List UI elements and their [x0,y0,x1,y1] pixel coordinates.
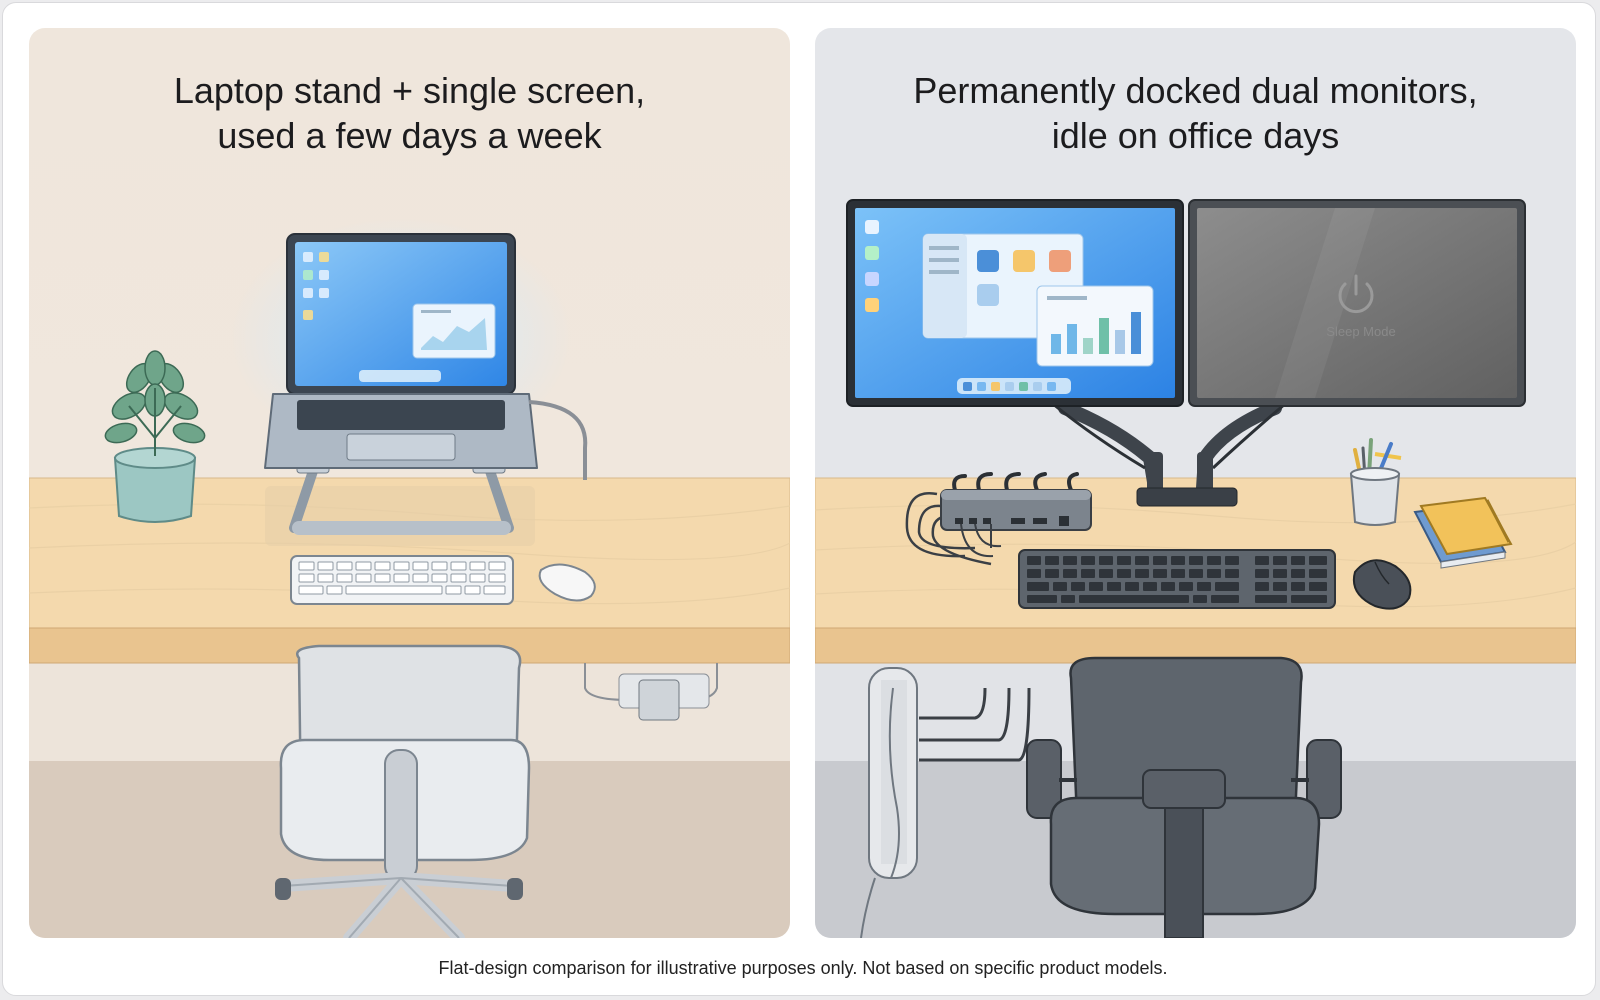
laptop-icon [264,233,538,469]
panel-title-line: used a few days a week [217,115,602,156]
panel-title-line: idle on office days [1051,115,1340,156]
notebook-icon [1413,496,1513,569]
laptop-scene-illustration [29,28,790,938]
mouse-icon [538,563,596,602]
cable-organizer-icon [860,667,1031,938]
panel-title-laptop: Laptop stand + single screen, used a few… [29,68,790,158]
monitor-arm [1052,401,1286,507]
docked-scene-illustration [815,28,1576,938]
plant-icon [104,350,206,523]
power-icon [1338,274,1374,314]
laptop-stand [265,460,535,546]
pen-cup-icon [1349,438,1402,526]
panel-title-line: Laptop stand + single screen, [173,70,646,111]
docking-station-icon [905,472,1092,566]
keyboard-icon [1018,549,1336,609]
keyboard-icon [290,555,514,605]
panel-title-docked: Permanently docked dual monitors, idle o… [815,68,1576,158]
power-adapter-icon [584,663,718,721]
chair-icon [1026,656,1342,938]
panel-docked-setup: Permanently docked dual monitors, idle o… [815,28,1576,938]
sleep-mode-label: Sleep Mode [1326,324,1396,339]
monitor-icon [1188,199,1526,407]
illustration-disclaimer: Flat-design comparison for illustrative … [438,958,1168,978]
monitor-icon [846,199,1184,407]
mouse-icon [1353,559,1412,610]
panel-laptop-setup: Laptop stand + single screen, used a few… [29,28,790,938]
panel-title-line: Permanently docked dual monitors, [913,70,1478,111]
chair-icon [275,644,531,938]
